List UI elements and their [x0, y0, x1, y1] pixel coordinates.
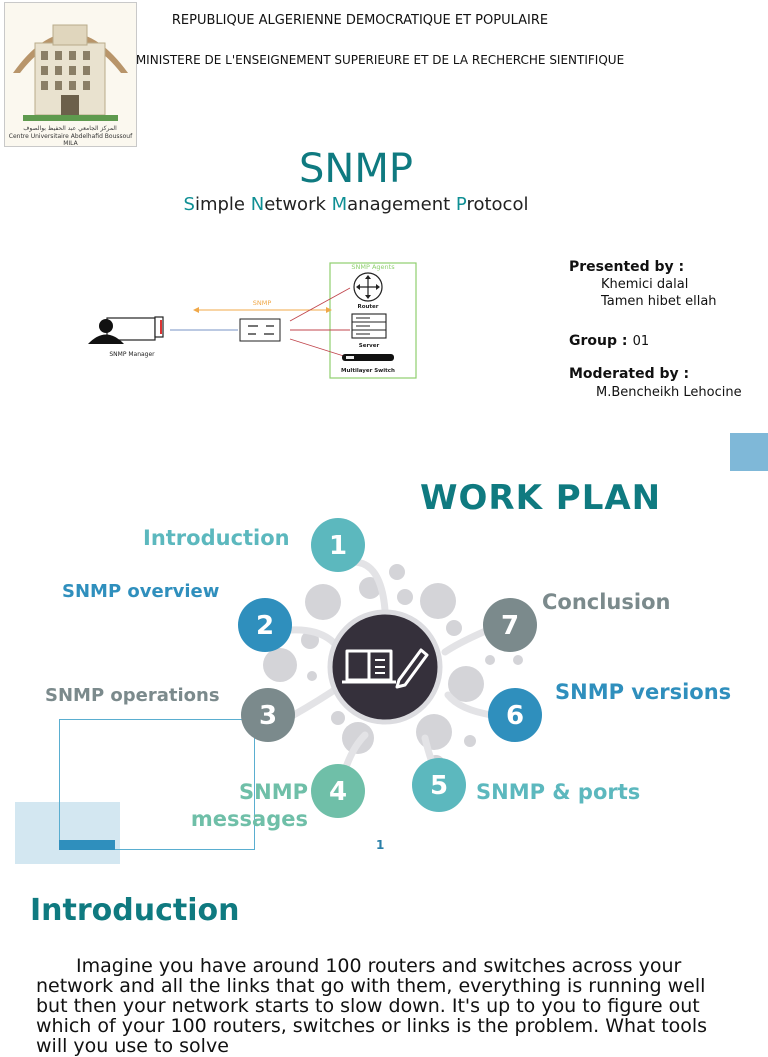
introduction-heading: Introduction — [30, 893, 240, 928]
router-icon — [353, 272, 383, 302]
plan-item-introduction: Introduction — [143, 526, 290, 550]
plan-item-versions: SNMP versions — [555, 680, 732, 704]
moderated-by-label: Moderated by : — [569, 366, 690, 382]
decorative-block — [15, 802, 120, 864]
book-pencil-icon — [342, 648, 429, 689]
subtitle-word: imple — [194, 194, 251, 215]
work-plan-wheel — [263, 558, 523, 792]
subtitle-initial: M — [331, 194, 348, 215]
group-label: Group : — [569, 333, 628, 349]
manager-computer-icon — [88, 316, 164, 344]
subtitle-word: anagement — [347, 194, 456, 215]
multilayer-switch-icon — [342, 354, 394, 361]
group-line: Group : 01 — [569, 330, 649, 349]
university-logo: المركز الجامعي عبد الحفيظ بوالصوف Centre… — [4, 2, 137, 147]
subtitle-initial: P — [455, 194, 467, 215]
switch-icon — [239, 318, 281, 342]
page-number: 1 — [376, 838, 385, 852]
header-ministry: MINISTERE DE L'ENSEIGNEMENT SUPERIEURE E… — [135, 53, 625, 67]
work-plan-title: WORK PLAN — [420, 478, 662, 518]
decorative-bar — [59, 840, 115, 850]
moderator-name: M.Bencheikh Lehocine — [596, 385, 742, 400]
agents-box — [329, 262, 417, 379]
plan-item-overview: SNMP overview — [62, 581, 220, 602]
logo-caption: Centre Universitaire Abdelhafid Boussouf… — [8, 133, 133, 147]
plan-item-ports: SNMP & ports — [476, 780, 641, 804]
subtitle-word: rotocol — [466, 194, 529, 215]
snmp-network-diagram: SNMP Agents SNMP SNMP Manager Router Ser… — [80, 255, 445, 430]
plan-item-messages: SNMP messages — [190, 780, 308, 831]
agents-label: SNMP Agents — [351, 263, 395, 271]
decorative-frame — [59, 719, 255, 850]
presentation-title: SNMP — [299, 146, 413, 192]
accent-square — [730, 433, 768, 471]
svg-text:المركز الجامعي عبد الحفيظ بوال: المركز الجامعي عبد الحفيظ بوالصوف — [23, 125, 117, 132]
university-building-icon: المركز الجامعي عبد الحفيظ بوالصوف — [13, 24, 128, 132]
manager-label: SNMP Manager — [109, 351, 155, 358]
presented-by-label: Presented by : — [569, 259, 685, 275]
subtitle-initial: N — [250, 194, 265, 215]
switch-label: Multilayer Switch — [341, 368, 395, 374]
presenter-name: Khemici dalal — [601, 277, 689, 292]
subtitle-word: etwork — [264, 194, 332, 215]
router-label: Router — [357, 304, 378, 310]
presentation-subtitle: Simple Network Management Protocol — [130, 194, 582, 215]
introduction-paragraph: Imagine you have around 100 routers and … — [36, 955, 708, 1057]
presenter-name: Tamen hibet ellah — [601, 294, 717, 309]
group-value: 01 — [632, 334, 650, 349]
header-republic: REPUBLIQUE ALGERIENNE DEMOCRATIQUE ET PO… — [171, 13, 549, 28]
subtitle-initial: S — [183, 194, 195, 215]
plan-item-operations: SNMP operations — [45, 685, 220, 706]
snmp-arrow-label: SNMP — [253, 299, 272, 307]
server-label: Server — [359, 343, 380, 349]
plan-item-conclusion: Conclusion — [542, 590, 671, 614]
server-icon — [351, 313, 387, 339]
